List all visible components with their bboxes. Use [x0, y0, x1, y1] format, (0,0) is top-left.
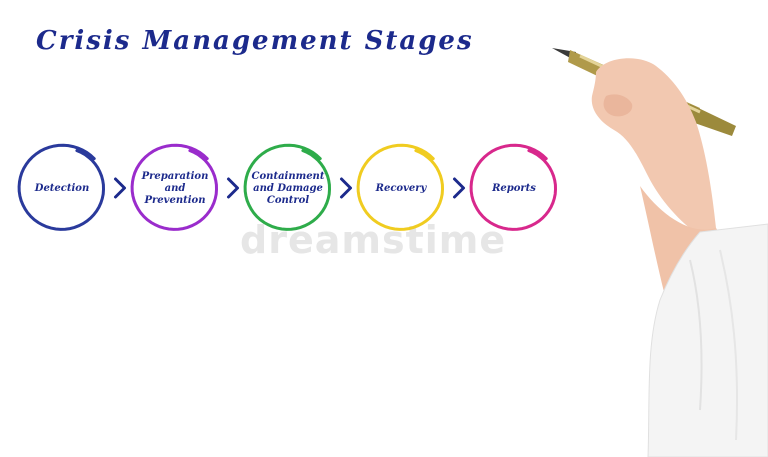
chevron-right-icon	[227, 177, 239, 199]
stage-circle	[130, 143, 219, 231]
arrows-group	[114, 177, 465, 199]
stage-1: Detection	[17, 143, 106, 231]
diagram-title: Crisis Management Stages	[36, 26, 474, 56]
chevron-right-icon	[114, 177, 126, 199]
stage-circle	[17, 143, 106, 231]
stage-label: Prevention	[144, 195, 206, 206]
stage-circle	[469, 143, 558, 231]
stage-circle	[356, 143, 445, 231]
stage-label: Preparation	[141, 171, 209, 182]
stage-label: and	[165, 183, 186, 194]
chevron-right-icon	[453, 177, 465, 199]
stage-label: Detection	[34, 183, 89, 194]
stage-label: Control	[267, 195, 309, 206]
stage-label: Containment	[252, 171, 325, 182]
watermark-text: dreamstime	[240, 218, 506, 262]
stage-label: Recovery	[375, 183, 428, 194]
stage-5: Reports	[469, 143, 558, 231]
stage-4: Recovery	[356, 143, 445, 231]
stage-label: Reports	[491, 183, 536, 194]
stage-circle	[243, 143, 332, 231]
sleeve-icon	[647, 223, 768, 457]
chevron-right-icon	[340, 177, 352, 199]
stage-label: and Damage	[253, 183, 323, 194]
